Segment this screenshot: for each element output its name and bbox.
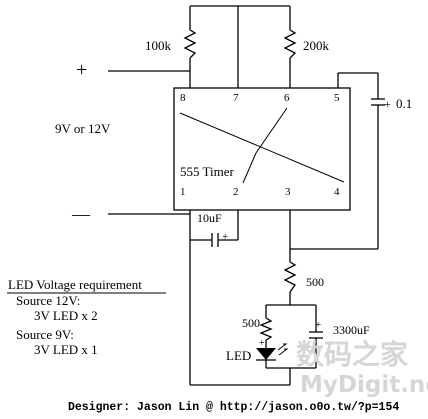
label-3300uf-plus: + <box>315 319 321 331</box>
resistor-100k <box>183 29 197 59</box>
pin-2: 2 <box>233 186 239 198</box>
label-3300uf: 3300uF <box>333 323 370 337</box>
label-led: LED <box>226 348 251 363</box>
label-200k: 200k <box>303 38 330 53</box>
requirements-line-4: 3V LED x 1 <box>34 342 98 357</box>
label-minus: — <box>71 204 91 224</box>
requirements-line-1: Source 12V: <box>16 293 80 308</box>
label-cap-0.1-plus: + <box>384 97 391 111</box>
capacitor-0.1 <box>371 98 385 106</box>
pin-6: 6 <box>284 92 290 104</box>
label-10uf: 10uF <box>197 211 222 225</box>
label-plus: + <box>76 59 87 81</box>
led-voltage-requirements: LED Voltage requirement Source 12V: 3V L… <box>7 277 166 357</box>
pin-5: 5 <box>334 92 340 104</box>
resistor-200k <box>283 29 297 59</box>
resistor-500-led <box>259 317 273 341</box>
label-led-plus: + <box>259 338 265 349</box>
capacitor-3300uf <box>309 331 323 339</box>
label-supply-voltage: 9V or 12V <box>55 121 111 136</box>
watermark-en: MyDigit.net <box>300 372 428 398</box>
capacitor-10uf <box>211 233 219 247</box>
label-500-led: 500 <box>242 316 260 330</box>
requirements-line-3: Source 9V: <box>16 327 74 342</box>
pin-7: 7 <box>233 92 239 104</box>
led-symbol <box>256 343 289 361</box>
watermark-cn: 数码之家 <box>296 338 408 371</box>
pin-3: 3 <box>285 186 291 198</box>
label-10uf-plus: + <box>222 231 228 243</box>
requirements-title: LED Voltage requirement <box>8 277 142 292</box>
label-cap-0.1: 0.1 <box>396 96 412 111</box>
timer-ic <box>173 87 351 211</box>
requirements-line-2: 3V LED x 2 <box>34 308 98 323</box>
pin-4: 4 <box>334 186 340 198</box>
designer-credit: Designer: Jason Lin @ http://jason.o0o.t… <box>68 401 399 414</box>
pin-1: 1 <box>180 186 186 198</box>
label-100k: 100k <box>145 38 172 53</box>
pin-8: 8 <box>180 92 186 104</box>
wiring <box>108 5 379 386</box>
label-500-output: 500 <box>306 275 324 289</box>
ic-name: 555 Timer <box>180 164 234 179</box>
resistor-500-output <box>283 261 297 293</box>
